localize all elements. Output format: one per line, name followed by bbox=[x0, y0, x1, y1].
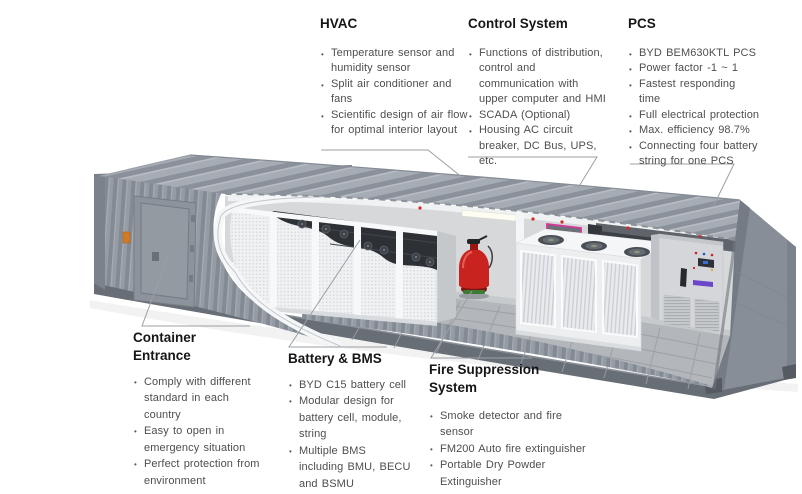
bullet-item: BYD BEM630KTL PCS bbox=[628, 46, 760, 62]
section-title-hvac: HVAC bbox=[320, 16, 358, 31]
bullet-item: Comply with different standard in each c… bbox=[133, 374, 261, 424]
rack-dividers bbox=[270, 211, 403, 319]
bullet-item: Functions of distribution, control and c… bbox=[468, 46, 610, 108]
pcs-handset bbox=[680, 268, 687, 287]
callout-container-entrance: Container Entrance Comply with different… bbox=[133, 329, 261, 489]
bullet-item: Scientific design of air flow for optima… bbox=[320, 108, 470, 139]
roof-cut-edge bbox=[224, 193, 736, 241]
leader-fire-suppression bbox=[430, 290, 532, 359]
fan-cabinet bbox=[514, 228, 670, 352]
section-title-pcs: PCS bbox=[628, 16, 656, 31]
bullet-item: SCADA (Optional) bbox=[468, 108, 610, 124]
smoke-detector-dots bbox=[418, 206, 702, 238]
corner-fitting bbox=[782, 364, 796, 380]
pcs-cabinet bbox=[651, 233, 724, 336]
bullet-item: Modular design for battery cell, module,… bbox=[288, 393, 412, 443]
csc-plate bbox=[122, 231, 131, 244]
cabinet-top-fans bbox=[538, 235, 650, 257]
bullet-item: FM200 Auto fire extinguisher bbox=[429, 441, 589, 458]
callout-hvac: HVAC Temperature sensor and humidity sen… bbox=[320, 15, 470, 139]
section-title-control-system: Control System bbox=[468, 16, 568, 31]
bullet-item: Power factor -1 ~ 1 bbox=[628, 61, 760, 77]
bullet-item: Max. efficiency 98.7% bbox=[628, 123, 760, 139]
bullet-item: Easy to open in emergency situation bbox=[133, 423, 261, 456]
bullet-list-hvac: Temperature sensor and humidity sensorSp… bbox=[320, 46, 470, 139]
bullet-item: Smoke detector and fire sensor bbox=[429, 408, 589, 441]
bullet-item: Fastest responding time bbox=[628, 77, 760, 108]
battery-modules bbox=[270, 211, 437, 270]
bullet-list-container-entrance: Comply with different standard in each c… bbox=[133, 374, 261, 490]
battery-rack bbox=[229, 206, 456, 326]
callout-fire-suppression: Fire Suppression System Smoke detector a… bbox=[429, 361, 589, 490]
pcs-display bbox=[698, 258, 714, 268]
door-handle bbox=[152, 252, 159, 261]
container-interior bbox=[225, 195, 737, 390]
bullet-item: Full electrical protection bbox=[628, 108, 760, 124]
leader-battery-bms bbox=[288, 239, 387, 348]
callout-pcs: PCS BYD BEM630KTL PCSPower factor -1 ~ 1… bbox=[628, 15, 760, 170]
bullet-list-control-system: Functions of distribution, control and c… bbox=[468, 46, 610, 170]
leader-hvac bbox=[321, 149, 464, 179]
bullet-item: BYD C15 battery cell bbox=[288, 377, 412, 394]
section-title-battery-bms: Battery & BMS bbox=[288, 351, 382, 366]
front-sill bbox=[302, 306, 714, 387]
section-title-container-entrance: Container Entrance bbox=[133, 330, 197, 363]
bullet-item: Portable Dry Powder Extinguisher bbox=[429, 457, 589, 490]
bullet-item: Perfect protection from environment bbox=[133, 456, 261, 489]
bullet-list-fire-suppression: Smoke detector and fire sensorFM200 Auto… bbox=[429, 408, 589, 491]
fire-extinguisher bbox=[459, 235, 493, 300]
container-roof bbox=[99, 154, 741, 241]
pcs-label-strip bbox=[693, 280, 713, 287]
bullet-list-pcs: BYD BEM630KTL PCSPower factor -1 ~ 1Fast… bbox=[628, 46, 760, 170]
bullet-item: Connecting four battery string for one P… bbox=[628, 139, 760, 170]
bullet-item: Temperature sensor and humidity sensor bbox=[320, 46, 470, 77]
entrance-door bbox=[122, 195, 197, 308]
module-fan-icons bbox=[297, 219, 435, 267]
callout-battery-bms: Battery & BMS BYD C15 battery cellModula… bbox=[288, 350, 412, 492]
bullet-item: Multiple BMS including BMU, BECU and BSM… bbox=[288, 443, 412, 493]
corner-post bbox=[94, 174, 105, 290]
bullet-item: Housing AC circuit breaker, DC Bus, UPS,… bbox=[468, 123, 610, 170]
bullet-list-battery-bms: BYD C15 battery cellModular design for b… bbox=[288, 377, 412, 493]
section-title-fire-suppression: Fire Suppression System bbox=[429, 362, 540, 395]
pcs-indicator-lights bbox=[692, 251, 714, 272]
bullet-item: Split air conditioner and fans bbox=[320, 77, 470, 108]
callout-control-system: Control System Functions of distribution… bbox=[468, 15, 610, 170]
leader-container-entrance bbox=[141, 255, 250, 327]
